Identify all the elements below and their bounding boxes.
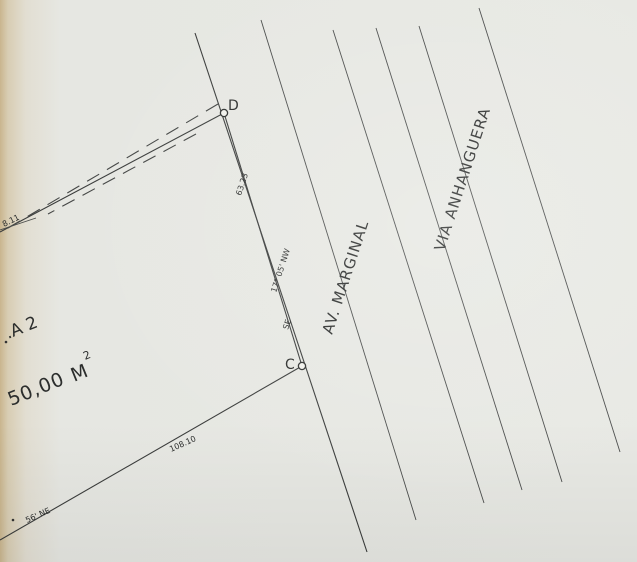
lot-area-value: 50,00: [5, 368, 68, 411]
side-length-label: 108.10: [168, 434, 197, 454]
lot-edge-c-side: [0, 365, 303, 541]
street-label-via-anhanguera: VIA ANHANGUERA: [431, 105, 495, 253]
dashed-offset-line-upper: [7, 103, 219, 229]
left-edge-mark: [11, 518, 15, 522]
lot-label-fragment: .A 2: [2, 313, 40, 344]
survey-point-d: [219, 108, 229, 118]
lot-edge-d-c: [223, 112, 303, 367]
left-edge-tick-line: [0, 217, 37, 231]
point-label-c: C: [285, 357, 295, 373]
left-edge-mark: [4, 340, 8, 344]
lot-edge-d-side: [0, 112, 225, 233]
lot-area-unit: M: [68, 360, 92, 387]
survey-point-c: [297, 361, 307, 371]
via-anhanguera-median-line: [418, 25, 563, 483]
lot-area-exponent: 2: [81, 348, 92, 363]
point-label-d: D: [228, 98, 239, 114]
via-anhanguera-right-edge-line: [478, 7, 621, 453]
dashed-offset-line-lower: [47, 133, 197, 215]
av-marginal-right-edge-line: [332, 29, 485, 504]
bottom-bearing-label: 56' NE: [24, 506, 51, 525]
street-label-av-marginal: AV. MARGINAL: [319, 218, 373, 336]
bearing-se-label: SE: [281, 318, 293, 330]
via-anhanguera-left-edge-line: [375, 27, 523, 491]
av-marginal-curb-line: [260, 19, 417, 521]
property-boundary-line: [194, 32, 368, 553]
